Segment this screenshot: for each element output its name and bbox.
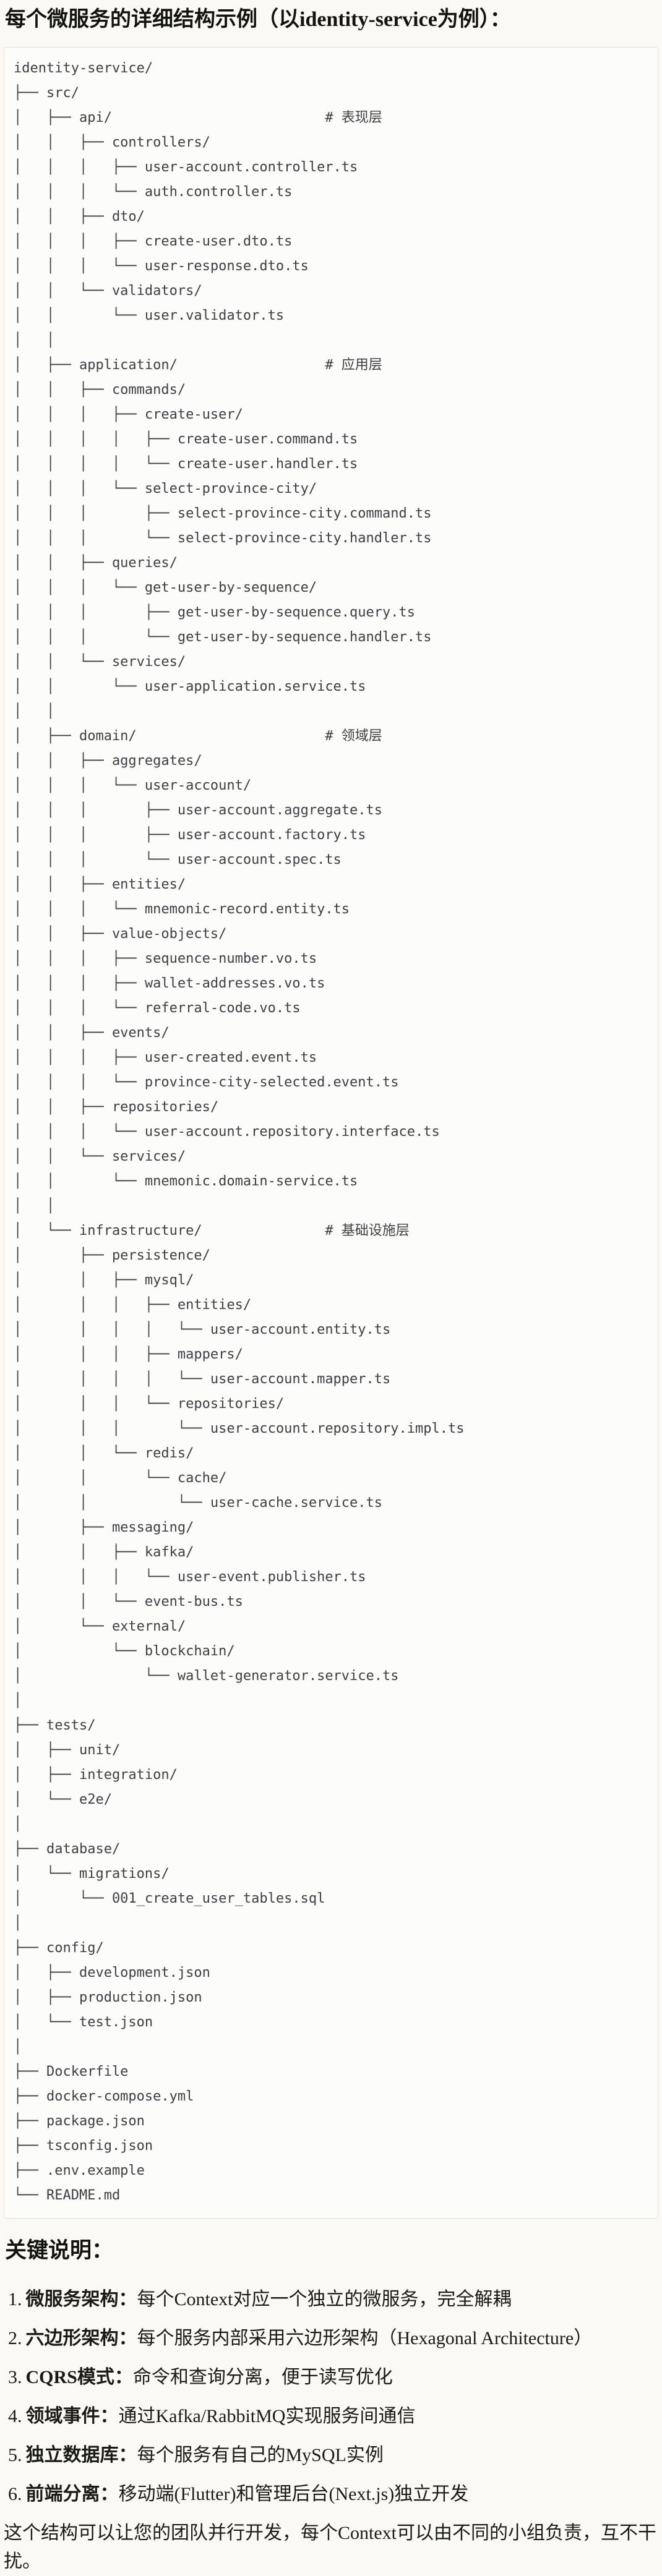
note-item: 4.领域事件：通过Kafka/RabbitMQ实现服务间通信	[8, 2402, 659, 2431]
note-item: 1.微服务架构：每个Context对应一个独立的微服务，完全解耦	[8, 2285, 659, 2314]
note-item-label: 前端分离：	[25, 2484, 119, 2504]
note-item-text: 每个Context对应一个独立的微服务，完全解耦	[137, 2289, 512, 2309]
note-item-label: 领域事件：	[25, 2406, 119, 2426]
note-item-text: 通过Kafka/RabbitMQ实现服务间通信	[118, 2406, 416, 2426]
page-title: 每个微服务的详细结构示例（以identity-service为例）：	[5, 8, 511, 31]
note-item-text: 移动端(Flutter)和管理后台(Next.js)独立开发	[118, 2484, 469, 2504]
note-item-label: 微服务架构：	[25, 2289, 137, 2309]
note-item-label: CQRS模式：	[25, 2367, 133, 2387]
note-item-number: 5.	[8, 2445, 22, 2465]
directory-tree: identity-service/ ├── src/ │ ├── api/ # …	[14, 61, 465, 2203]
note-item-text: 命令和查询分离，便于读写优化	[132, 2367, 393, 2387]
note-item-number: 6.	[8, 2484, 22, 2504]
note-item: 5.独立数据库：每个服务有自己的MySQL实例	[8, 2441, 659, 2470]
note-item-text: 每个服务内部采用六边形架构（Hexagonal Architecture）	[137, 2328, 593, 2348]
note-item-number: 2.	[8, 2328, 22, 2348]
note-item-number: 4.	[8, 2406, 22, 2426]
note-item-label: 六边形架构：	[25, 2328, 137, 2348]
note-item-number: 3.	[8, 2367, 22, 2387]
note-item-label: 独立数据库：	[25, 2445, 137, 2465]
closing-paragraph: 这个结构可以让您的团队并行开发，每个Context可以由不同的小组负责，互不干扰…	[4, 2523, 656, 2572]
code-block: identity-service/ ├── src/ │ ├── api/ # …	[4, 47, 658, 2219]
note-item: 6.前端分离：移动端(Flutter)和管理后台(Next.js)独立开发	[8, 2480, 659, 2509]
note-item-number: 1.	[8, 2289, 22, 2309]
note-item: 2.六边形架构：每个服务内部采用六边形架构（Hexagonal Architec…	[8, 2324, 659, 2353]
note-item: 3.CQRS模式：命令和查询分离，便于读写优化	[8, 2363, 659, 2392]
note-item-text: 每个服务有自己的MySQL实例	[137, 2445, 384, 2465]
notes-list: 1.微服务架构：每个Context对应一个独立的微服务，完全解耦 2.六边形架构：…	[3, 2285, 659, 2509]
notes-heading: 关键说明：	[5, 2238, 114, 2263]
